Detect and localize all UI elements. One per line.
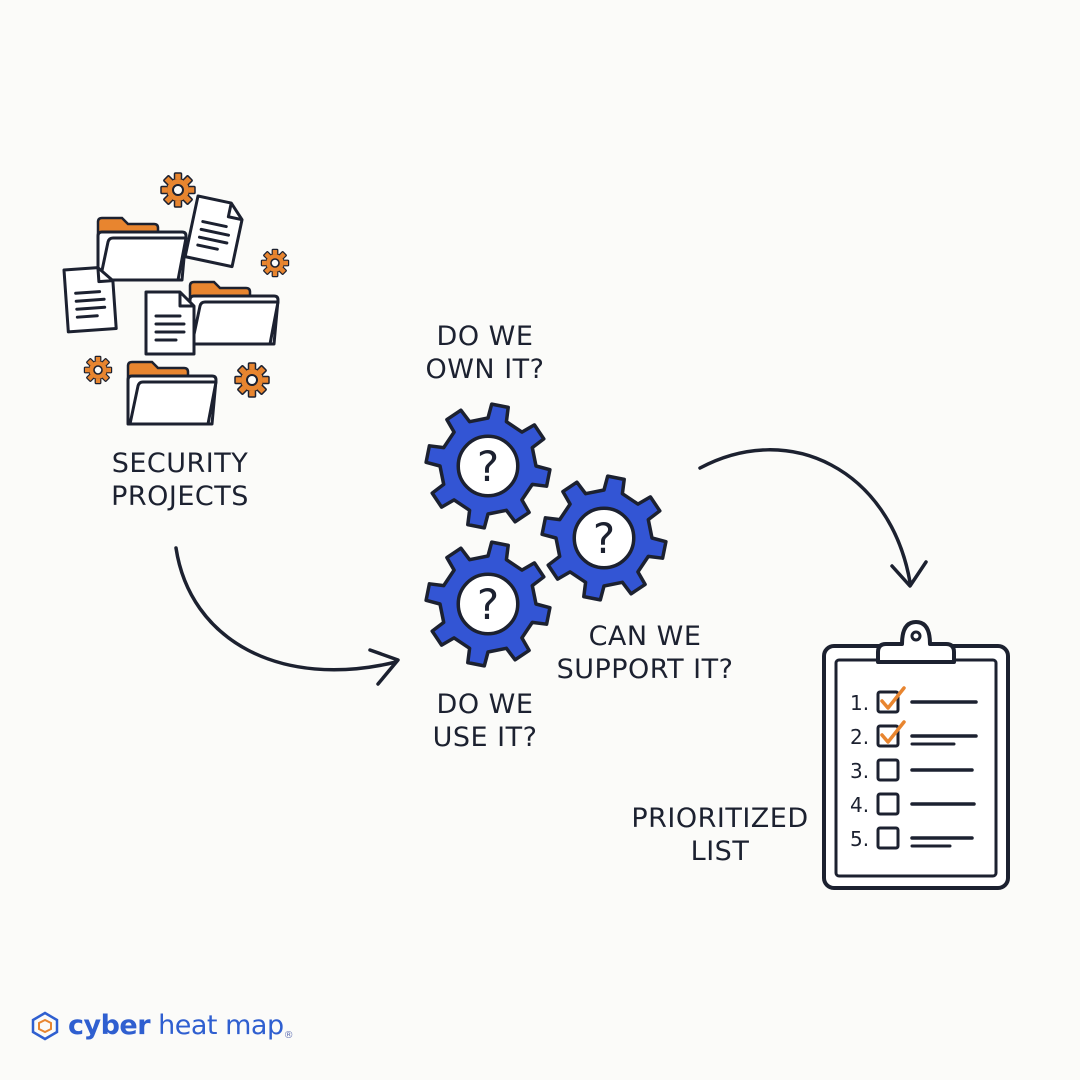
checklist: 1. 2. 3. 4. 5.	[850, 686, 978, 851]
checkmark-icon	[880, 686, 906, 710]
label-line: PROJECTS	[111, 481, 249, 512]
document-icon	[144, 290, 196, 356]
label-line: USE IT?	[432, 722, 538, 753]
label-line: DO WE	[436, 689, 534, 720]
checklist-number: 4.	[850, 793, 869, 817]
label-line: PRIORITIZED	[631, 803, 809, 834]
use-question-label: DO WE USE IT?	[405, 688, 565, 754]
small-gear-icon	[234, 362, 270, 398]
brand-name-bold: cyber	[68, 1010, 151, 1041]
security-projects-icon-cluster	[62, 172, 290, 426]
label-line: LIST	[690, 836, 750, 867]
clipboard-icon	[822, 620, 1010, 890]
checkbox-icon	[876, 758, 900, 782]
checklist-row: 4.	[850, 792, 976, 817]
small-gear-icon	[160, 172, 196, 208]
folder-icon	[96, 216, 188, 282]
label-line: OWN IT?	[425, 354, 545, 385]
checkbox-icon	[876, 792, 900, 816]
label-line: SUPPORT IT?	[556, 654, 734, 685]
arrow-icon	[174, 546, 400, 686]
question-mark: ?	[477, 442, 499, 491]
checkbox-icon	[876, 724, 900, 748]
label-line: DO WE	[436, 321, 534, 352]
question-gear-icon: ?	[424, 402, 552, 530]
arrow-icon	[698, 448, 928, 588]
checkmark-icon	[880, 720, 906, 744]
checklist-row: 5.	[850, 826, 974, 851]
brand-registered-mark: ®	[283, 1030, 294, 1041]
checklist-number: 3.	[850, 759, 869, 783]
brand-name-rest: heat map	[158, 1010, 284, 1041]
checkbox-icon	[876, 690, 900, 714]
label-line: SECURITY	[111, 448, 249, 479]
brand-logo: cyber heat map®	[30, 1010, 294, 1041]
logo-cube-icon	[31, 1011, 59, 1040]
prioritized-list-label: PRIORITIZED LIST	[615, 802, 825, 868]
question-gears: ???	[424, 402, 668, 668]
checklist-row: 1.	[850, 686, 978, 715]
checklist-row: 2.	[850, 720, 978, 749]
question-mark: ?	[593, 514, 615, 563]
support-question-label: CAN WE SUPPORT IT?	[545, 620, 745, 686]
folder-icon	[188, 280, 280, 346]
checklist-number: 2.	[850, 725, 869, 749]
question-mark: ?	[477, 580, 499, 629]
small-gear-icon	[83, 355, 113, 385]
question-gear-icon: ?	[424, 540, 552, 668]
checklist-number: 1.	[850, 691, 869, 715]
checkbox-icon	[876, 826, 900, 850]
question-gear-icon: ?	[540, 474, 668, 602]
checklist-row: 3.	[850, 758, 974, 783]
label-line: CAN WE	[588, 621, 702, 652]
own-question-label: DO WE OWN IT?	[405, 320, 565, 386]
small-gear-icon	[260, 248, 290, 278]
checklist-number: 5.	[850, 827, 869, 851]
document-icon	[183, 194, 247, 269]
folder-icon	[126, 360, 218, 426]
document-icon	[62, 265, 118, 334]
security-projects-label: SECURITY PROJECTS	[100, 447, 260, 513]
